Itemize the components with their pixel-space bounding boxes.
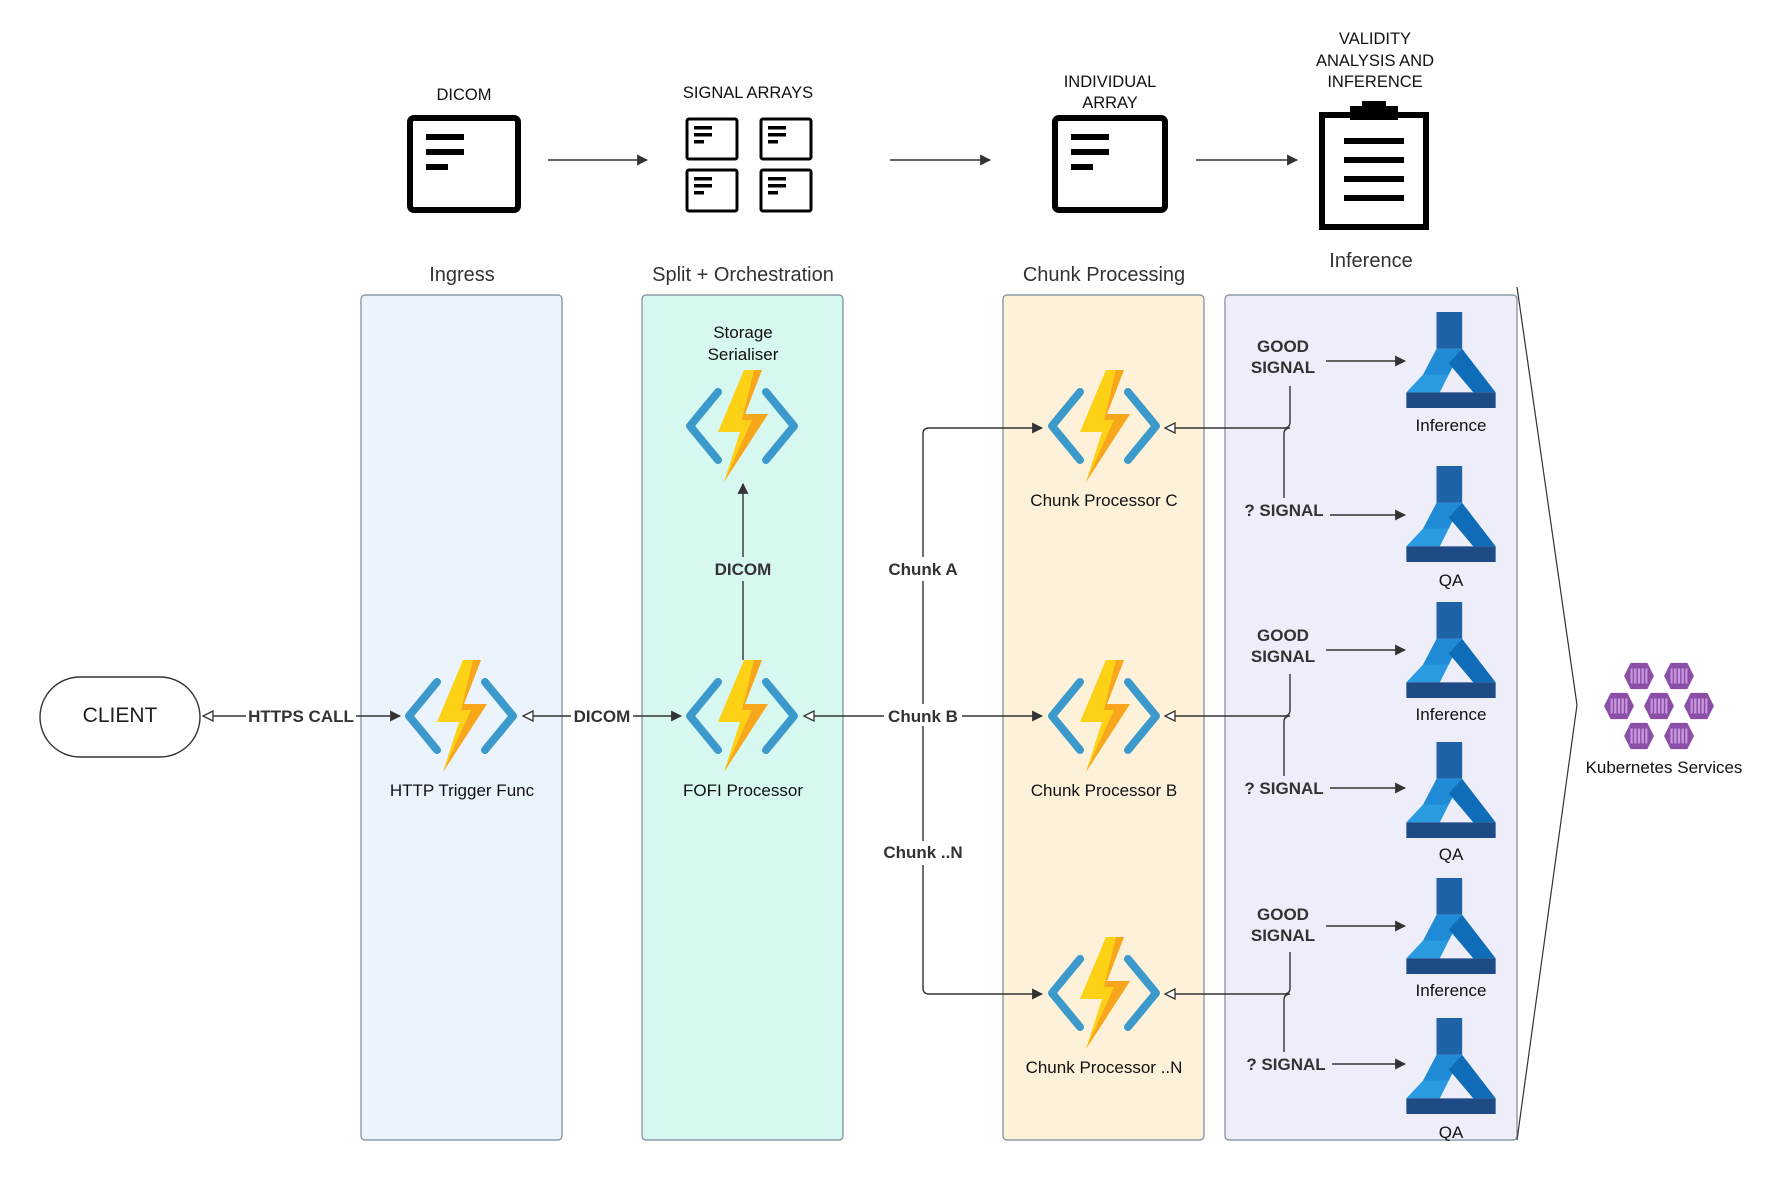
lane-ingress-title: Ingress [429, 264, 495, 286]
storage-label-2: Serialiser [708, 345, 779, 364]
fofi-node: FOFI Processor [683, 660, 803, 800]
ml-inference-b-label: Inference [1416, 705, 1487, 724]
label-good-signal-b-1: GOOD [1257, 626, 1309, 645]
lane-split-title: Split + Orchestration [652, 264, 834, 286]
edge-b-q-stub [1283, 715, 1291, 786]
edge-chunk-n [922, 716, 1044, 1000]
top-individual-label-2: ARRAY [1082, 94, 1138, 112]
ml-qa-c-label: QA [1439, 571, 1464, 590]
http-trigger-label: HTTP Trigger Func [390, 781, 535, 800]
ml-nodes: Inference QA Inference QA Inference QA [1406, 312, 1496, 1142]
label-good-signal-c-2: SIGNAL [1251, 358, 1315, 377]
label-chunk-b: Chunk B [888, 707, 958, 726]
http-trigger-node: HTTP Trigger Func [390, 660, 535, 800]
label-good-signal-n-1: GOOD [1257, 905, 1309, 924]
label-good-signal-c-1: GOOD [1257, 337, 1309, 356]
lane-chunk-title: Chunk Processing [1023, 264, 1185, 286]
edge-c-good-stub [1165, 386, 1291, 428]
kubernetes-bracket [1516, 286, 1578, 1141]
edge-n-good-stub [1165, 952, 1291, 994]
individual-array-icon [1052, 115, 1168, 213]
chunk-b-label: Chunk Processor B [1031, 781, 1177, 800]
label-chunk-n: Chunk ..N [883, 843, 962, 862]
top-flow: DICOM SIGNAL ARRAYS INDIVIDUAL ARRAY VA [407, 30, 1434, 230]
ml-qa-b-label: QA [1439, 845, 1464, 864]
lane-inference-title: Inference [1329, 250, 1412, 272]
label-question-signal-c: ? SIGNAL [1244, 501, 1323, 520]
top-validity-label-2: ANALYSIS AND [1316, 52, 1434, 70]
edge-c-q-stub [1283, 427, 1291, 508]
fofi-label: FOFI Processor [683, 781, 803, 800]
lanes: Ingress Split + Orchestration Chunk Proc… [360, 250, 1578, 1141]
ml-inference-n-label: Inference [1416, 981, 1487, 1000]
clipboard-icon [1319, 101, 1429, 230]
label-chunk-a: Chunk A [888, 560, 957, 579]
storage-label-1: Storage [713, 323, 773, 342]
ml-inference-c-label: Inference [1416, 416, 1487, 435]
chunk-processor-n-node: Chunk Processor ..N [1026, 937, 1183, 1077]
top-individual-label-1: INDIVIDUAL [1064, 73, 1157, 91]
top-validity-label-3: INFERENCE [1327, 73, 1422, 91]
label-good-signal-n-2: SIGNAL [1251, 926, 1315, 945]
label-https-call: HTTPS CALL [248, 707, 354, 726]
top-signal-arrays-label: SIGNAL ARRAYS [683, 84, 813, 102]
top-dicom-label: DICOM [437, 86, 492, 104]
edge-n-q-stub [1283, 993, 1291, 1060]
kubernetes-label: Kubernetes Services [1586, 758, 1743, 777]
chunk-n-label: Chunk Processor ..N [1026, 1058, 1183, 1077]
chunk-processor-c-node: Chunk Processor C [1030, 370, 1178, 510]
client-node: CLIENT [39, 676, 201, 758]
dicom-document-icon [407, 115, 521, 213]
label-dicom: DICOM [574, 707, 631, 726]
edge-b-good-stub [1165, 674, 1291, 716]
client-label: CLIENT [83, 704, 158, 727]
label-good-signal-b-2: SIGNAL [1251, 647, 1315, 666]
edge-labels: HTTPS CALL DICOM DICOM Chunk A Chunk B C… [246, 334, 1332, 1074]
label-dicom-up: DICOM [715, 560, 772, 579]
chunk-c-label: Chunk Processor C [1030, 491, 1177, 510]
kubernetes-node: Kubernetes Services [1586, 662, 1743, 777]
edge-chunk-a [922, 422, 1044, 716]
chunk-processor-b-node: Chunk Processor B [1031, 660, 1177, 800]
label-question-signal-n: ? SIGNAL [1246, 1055, 1325, 1074]
signal-arrays-icon [685, 117, 813, 213]
top-validity-label-1: VALIDITY [1339, 30, 1411, 48]
ml-qa-n-label: QA [1439, 1123, 1464, 1142]
label-question-signal-b: ? SIGNAL [1244, 779, 1323, 798]
kubernetes-services-icon [1603, 662, 1715, 750]
storage-serialiser-node: Storage Serialiser [690, 323, 794, 482]
